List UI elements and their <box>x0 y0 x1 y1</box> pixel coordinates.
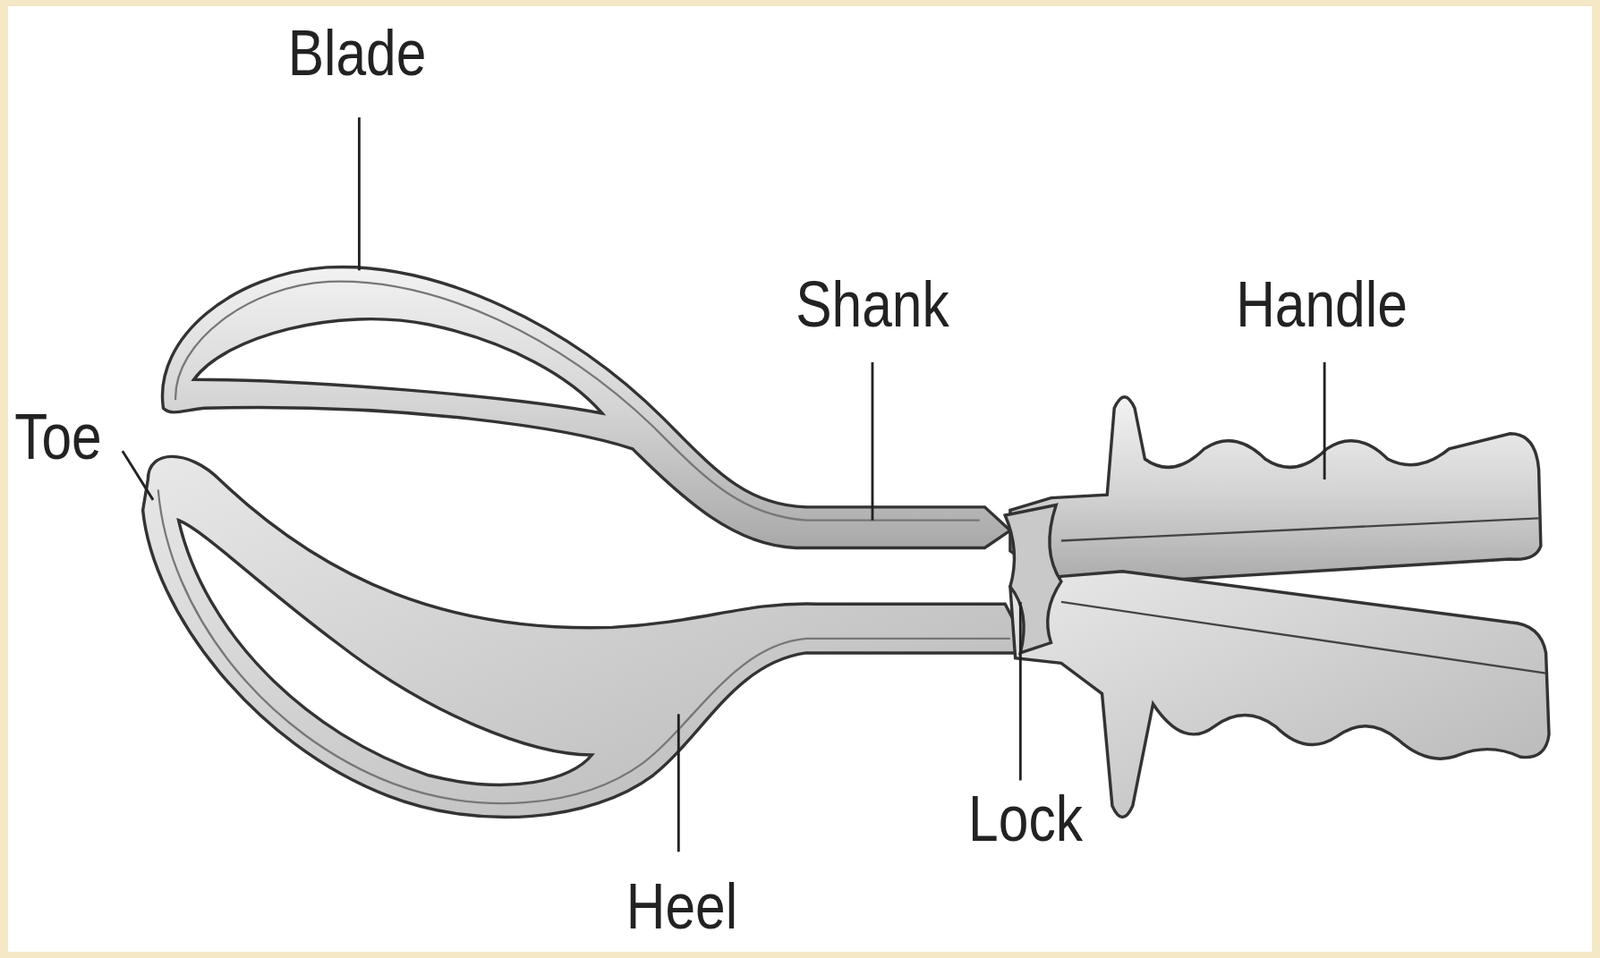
lock <box>1004 505 1062 654</box>
part-label: Heel <box>626 874 738 939</box>
part-label: Shank <box>795 272 949 337</box>
part-label: Lock <box>968 786 1083 852</box>
leader-lines <box>122 117 1325 852</box>
lower-blade-highlight <box>158 489 1011 804</box>
lower-handle <box>1010 571 1549 818</box>
upper-handle <box>1010 397 1541 588</box>
part-label: Toe <box>14 404 103 469</box>
handle-ridge <box>1061 518 1540 541</box>
lower-blade <box>143 456 1031 818</box>
upper-blade <box>161 266 1010 548</box>
part-label: Handle <box>1235 272 1408 337</box>
handle-ridge <box>1061 602 1547 674</box>
page-frame <box>8 6 1592 953</box>
part-label: Blade <box>288 20 427 86</box>
